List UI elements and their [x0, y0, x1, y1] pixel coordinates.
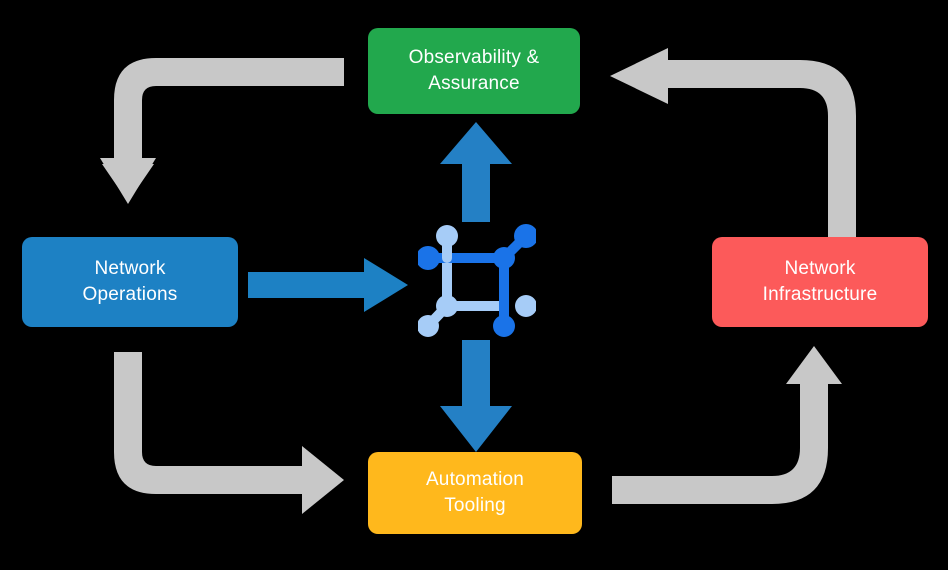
node-observability-assurance[interactable]: Observability & Assurance [368, 28, 580, 114]
connector-center-to-observability [440, 122, 512, 222]
connector-operations-to-center [248, 258, 408, 312]
node-network-operations[interactable]: Network Operations [22, 237, 238, 327]
connector-operations-to-automation [114, 352, 344, 514]
node-network-infrastructure[interactable]: Network Infrastructure [712, 237, 928, 327]
network-topology-icon [418, 224, 536, 337]
connector-infrastructure-to-observability [610, 48, 856, 240]
connector-center-to-automation [440, 340, 512, 452]
connector-observability-to-operations [100, 58, 344, 204]
connector-automation-to-infrastructure [612, 346, 842, 504]
node-automation-tooling[interactable]: Automation Tooling [368, 452, 582, 534]
